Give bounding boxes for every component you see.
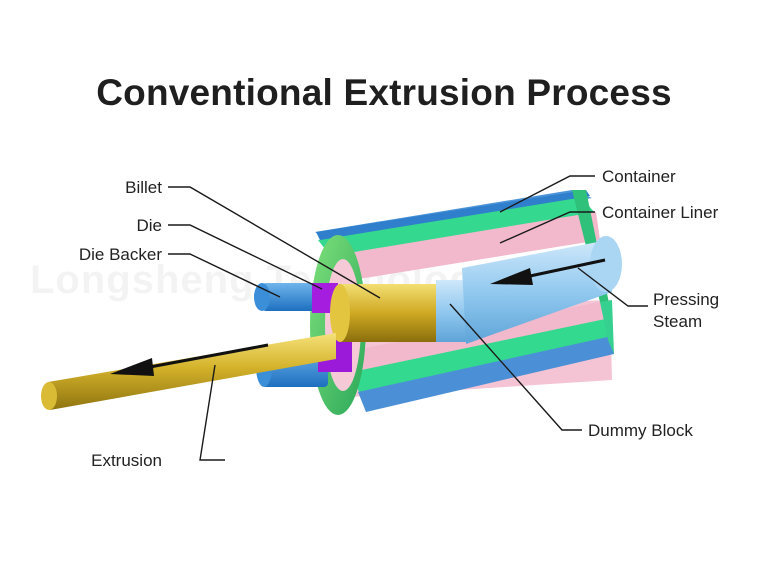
container-upper-green	[318, 196, 596, 258]
label-die: Die	[136, 216, 162, 235]
label-dummy-block: Dummy Block	[588, 421, 693, 440]
billet	[336, 284, 444, 342]
pressing-stem-end	[590, 236, 622, 292]
container-upper-liner	[330, 212, 600, 282]
billet-leader	[168, 186, 381, 299]
dummy-block-leader	[449, 303, 582, 431]
container-upper-rim	[316, 190, 590, 240]
label-pressing: Pressing	[653, 290, 719, 309]
container-lower-outer	[358, 336, 614, 412]
label-extrusion: Extrusion	[91, 451, 162, 470]
die-backer-upper-end	[254, 283, 270, 311]
die-leader	[168, 224, 323, 290]
die-backer-upper	[262, 283, 328, 311]
diagram-title: Conventional Extrusion Process	[96, 72, 672, 113]
extrusion-leader	[199, 364, 225, 461]
container-leader	[499, 175, 595, 213]
extrusion-direction-arrow	[110, 343, 269, 376]
label-billet: Billet	[125, 178, 162, 197]
label-container-liner: Container Liner	[602, 203, 719, 222]
dummy-block	[436, 280, 466, 342]
container-liner-leader	[499, 211, 595, 244]
extrusion-rod	[48, 333, 336, 410]
pressing-direction-arrow	[490, 258, 606, 285]
pressing-steam-leader	[577, 267, 648, 307]
billet-front-face	[330, 284, 350, 342]
extrusion-rod-end	[41, 382, 57, 410]
die-backer-leader	[168, 253, 281, 298]
label-container: Container	[602, 167, 676, 186]
container-cut-face-bottom	[600, 300, 614, 354]
label-steam: Steam	[653, 312, 702, 331]
label-die-backer: Die Backer	[79, 245, 162, 264]
container-lower-green	[352, 318, 612, 395]
